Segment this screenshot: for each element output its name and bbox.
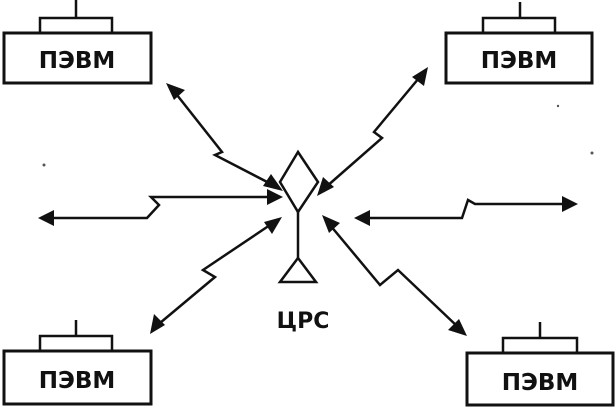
terminal-bottom-right: ПЭВМ xyxy=(465,322,615,407)
scan-specks xyxy=(42,104,594,167)
station-base-icon xyxy=(277,255,319,284)
center-label: ЦРС xyxy=(277,309,330,334)
terminal-label: ПЭВМ xyxy=(39,48,116,74)
central-radio-station: ЦРС xyxy=(277,149,330,334)
terminal-top-right: ПЭВМ xyxy=(444,2,594,85)
terminal-label: ПЭВМ xyxy=(39,368,116,394)
terminal-top-left: ПЭВМ xyxy=(2,0,153,85)
radio-link-right xyxy=(354,196,578,226)
terminal-bottom-left: ПЭВМ xyxy=(2,320,153,406)
terminal-label: ПЭВМ xyxy=(481,48,558,74)
radio-link-bottom-left xyxy=(150,217,282,334)
radio-link-bottom-right xyxy=(322,215,467,336)
terminal-label: ПЭВМ xyxy=(502,370,579,396)
radio-link-left xyxy=(38,189,283,226)
radio-link-top-left xyxy=(166,83,283,191)
radio-link-top-right xyxy=(317,67,428,196)
antenna-diamond-icon xyxy=(278,149,320,215)
